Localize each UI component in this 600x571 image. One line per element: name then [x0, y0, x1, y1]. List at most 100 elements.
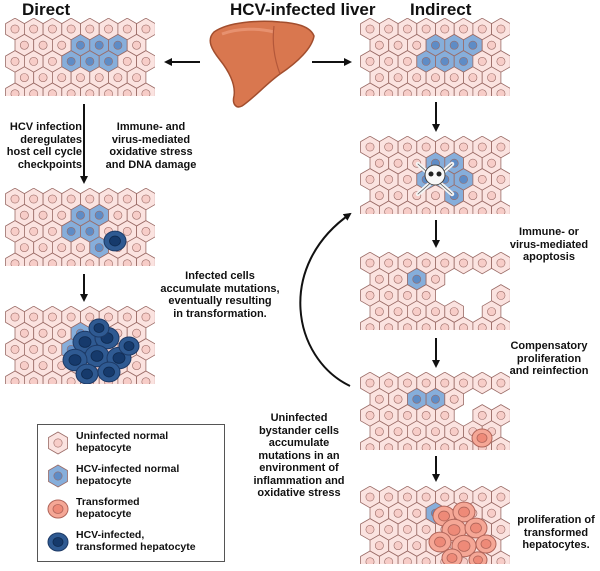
infected-transformed-cell	[103, 230, 127, 252]
normal-cell	[136, 82, 155, 96]
normal-cell	[491, 550, 510, 564]
normal-cell	[453, 18, 474, 41]
normal-cell	[388, 534, 408, 557]
infected-transformed-cell	[47, 532, 69, 552]
transformed-cell	[47, 499, 69, 519]
normal-cell	[425, 184, 446, 207]
normal-cell	[491, 200, 510, 214]
normal-cell	[472, 372, 493, 395]
normal-cell-icon	[48, 431, 68, 455]
transformed-cell	[452, 501, 476, 523]
normal-cell	[42, 50, 63, 73]
normal-cell	[369, 33, 390, 57]
infected-cell	[80, 220, 100, 243]
normal-cell	[481, 184, 502, 207]
normal-cell	[136, 306, 155, 329]
normal-cell	[453, 436, 474, 450]
infected-transformed-cell	[84, 344, 110, 368]
normal-cell	[117, 306, 138, 329]
indirect-header: Indirect	[410, 0, 472, 19]
transformed-cell	[468, 551, 488, 564]
transformed-cell-icon	[47, 499, 69, 519]
normal-cell	[378, 316, 399, 330]
normal-cell	[388, 387, 408, 411]
normal-cell	[42, 220, 63, 243]
normal-cell	[61, 18, 81, 41]
normal-cell	[407, 66, 427, 89]
normal-cell	[491, 252, 510, 275]
normal-cell	[136, 370, 155, 384]
infected-transformed-cell	[75, 363, 99, 384]
transformed-cell	[441, 548, 463, 564]
normal-cell	[481, 501, 502, 525]
normal-cell	[481, 66, 502, 89]
direct-header: Direct	[22, 0, 71, 19]
normal-cell	[98, 252, 119, 266]
infected-cell	[453, 50, 474, 73]
normal-cell	[360, 518, 380, 541]
transformed-cell	[428, 531, 452, 553]
normal-cell	[48, 431, 68, 455]
normal-cell	[33, 66, 53, 89]
normal-cell	[360, 168, 380, 191]
indirect-tissue-3	[360, 252, 510, 330]
normal-cell	[42, 338, 63, 361]
normal-cell	[416, 284, 436, 307]
normal-cell	[491, 82, 510, 96]
infected-transformed-cell	[118, 336, 140, 356]
normal-cell	[80, 82, 100, 96]
normal-cell	[435, 316, 455, 330]
normal-cell	[108, 203, 128, 227]
normal-cell	[416, 372, 436, 395]
normal-cell	[388, 184, 408, 207]
normal-cell	[136, 252, 155, 266]
normal-cell	[23, 306, 44, 329]
normal-cell	[435, 18, 455, 41]
normal-cell	[98, 188, 119, 211]
normal-cell	[453, 252, 474, 275]
normal-cell	[491, 316, 510, 330]
direct-tissue-2	[5, 188, 155, 266]
normal-cell	[378, 372, 399, 395]
infected-transformed-cell-icon	[47, 532, 69, 552]
normal-cell	[481, 300, 502, 323]
liver-illustration	[208, 18, 316, 110]
infected-cell-icon	[48, 464, 68, 488]
direct-tissue-1	[5, 18, 155, 96]
normal-cell	[444, 420, 464, 443]
normal-cell	[425, 267, 446, 291]
indirect-tissue-5	[360, 486, 510, 564]
normal-cell	[435, 252, 455, 275]
normal-cell	[23, 18, 44, 41]
infected-cell	[48, 464, 68, 488]
normal-cell	[388, 420, 408, 443]
normal-cell	[136, 220, 155, 243]
normal-cell	[453, 200, 474, 214]
infected-cell	[98, 50, 119, 73]
arrow-cycle	[299, 212, 352, 387]
normal-cell	[472, 316, 493, 330]
normal-cell	[472, 486, 493, 509]
skull-crossbones-icon	[415, 161, 455, 197]
normal-cell	[117, 252, 138, 266]
normal-cell	[378, 436, 399, 450]
indirect-tissue-2	[360, 136, 510, 214]
normal-cell	[378, 82, 399, 96]
normal-cell	[136, 18, 155, 41]
normal-cell	[491, 168, 510, 191]
normal-cell	[117, 82, 138, 96]
normal-cell	[80, 252, 100, 266]
normal-cell	[491, 372, 510, 395]
normal-cell	[360, 316, 380, 330]
